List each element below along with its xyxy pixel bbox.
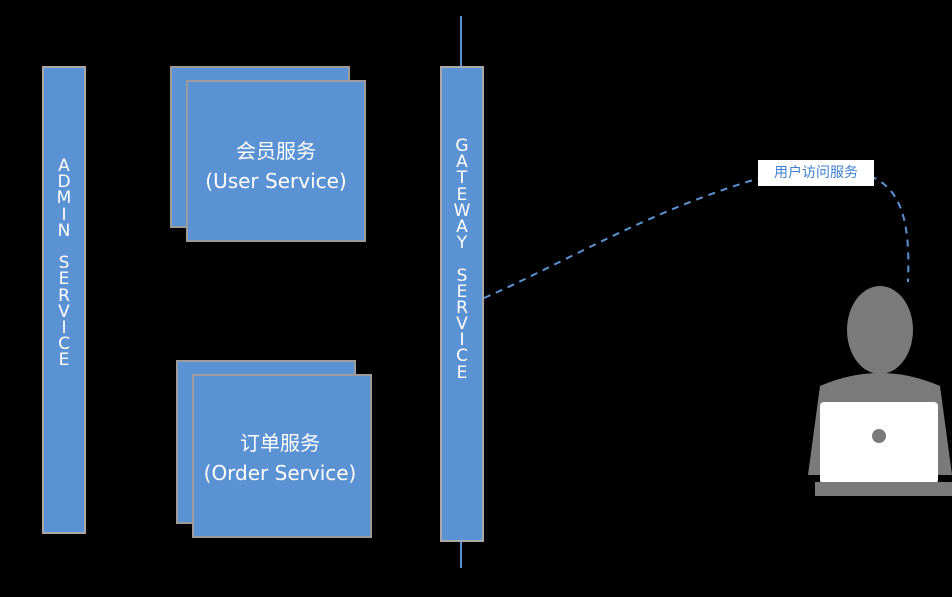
admin-service-letter: I	[61, 204, 67, 225]
admin-service-letter: R	[58, 285, 70, 306]
gateway-service-letter: T	[456, 168, 468, 189]
admin-service-letter: N	[57, 220, 71, 241]
admin-service-letter: E	[58, 269, 70, 290]
order-service-title: 订单服务	[240, 431, 320, 455]
admin-service-letter: M	[56, 188, 72, 209]
gateway-service-letter: I	[459, 330, 465, 351]
user-service-label: 会员服务 (User Service)	[186, 136, 366, 196]
gateway-service-letter: A	[456, 152, 468, 173]
gateway-service-letter: W	[453, 200, 471, 221]
admin-service-letter: A	[58, 156, 70, 176]
gateway-service-letter: G	[455, 136, 469, 156]
admin-service-letter: E	[58, 350, 70, 371]
admin-service-letter: V	[58, 301, 70, 322]
user-access-callout: 用户访问服务	[758, 160, 874, 186]
gateway-service-letter: V	[456, 314, 468, 335]
user-service-subtitle: (User Service)	[205, 169, 347, 193]
admin-service-letter: I	[61, 317, 67, 338]
callout-curve	[869, 175, 910, 283]
admin-service-letter: S	[58, 253, 70, 274]
order-service-node: 订单服务 (Order Service)	[170, 360, 375, 538]
gateway-service-letter: R	[456, 297, 468, 318]
gateway-service-letter: E	[456, 362, 468, 383]
admin-service-letter: C	[58, 334, 70, 355]
user-service-node: 会员服务 (User Service)	[170, 66, 375, 244]
access-dashed-line	[483, 177, 761, 299]
order-service-subtitle: (Order Service)	[203, 461, 357, 485]
gateway-service-letter: Y	[456, 233, 468, 254]
user-service-card-front	[186, 80, 366, 242]
gateway-service-letter: C	[456, 346, 468, 367]
gateway-service-letter: S	[456, 265, 468, 286]
gateway-service-letter: E	[456, 281, 468, 302]
gateway-service-letter: E	[456, 184, 468, 205]
admin-service-letter: D	[57, 172, 71, 193]
order-service-label: 订单服务 (Order Service)	[188, 428, 372, 488]
order-service-card-front	[192, 374, 372, 538]
user-service-title: 会员服务	[236, 139, 316, 163]
gateway-service-letter: A	[456, 216, 468, 237]
user-with-laptop-icon	[808, 286, 952, 496]
